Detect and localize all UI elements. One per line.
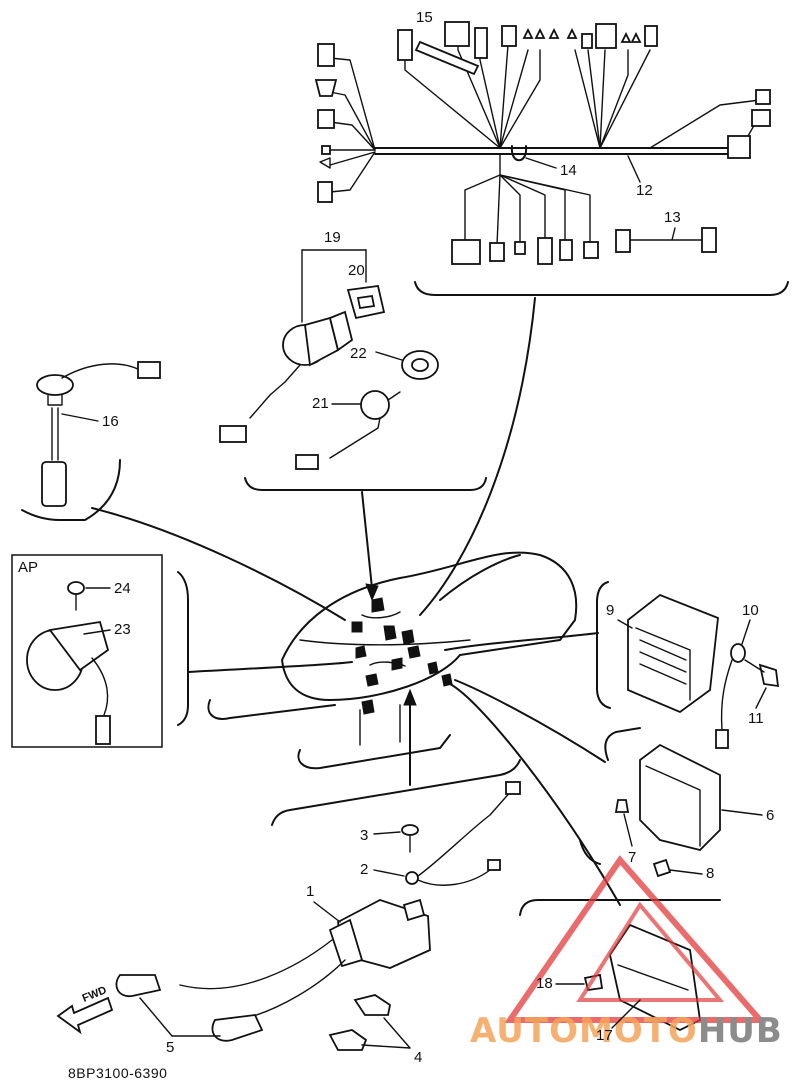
callout-1: 1 — [306, 883, 314, 900]
callout-12: 12 — [636, 182, 653, 199]
callout-20: 20 — [348, 262, 365, 279]
callout-13: 13 — [664, 209, 681, 226]
callout-8: 8 — [706, 865, 714, 882]
callout-4: 4 — [414, 1049, 422, 1066]
diagram-code: 8BP3100-6390 — [68, 1065, 167, 1081]
callout-6: 6 — [766, 807, 774, 824]
ignition-switch-group — [219, 249, 487, 491]
ignition-coil-group — [56, 759, 521, 1051]
watermark-part-hub: HUB — [698, 1011, 783, 1051]
callout-2: 2 — [360, 861, 368, 878]
callout-23: 23 — [114, 621, 131, 638]
callout-22: 22 — [350, 345, 367, 362]
callout-17: 17 — [596, 1027, 613, 1044]
cdi-group — [579, 727, 721, 878]
wire-harness-group — [314, 21, 789, 296]
callout-7: 7 — [628, 849, 636, 866]
watermark-text: AUTOMOTOHUB — [470, 1011, 783, 1051]
callout-15: 15 — [416, 9, 433, 26]
watermark: AUTOMOTOHUB — [470, 855, 783, 1051]
callout-10: 10 — [742, 602, 759, 619]
ap-label: AP — [18, 559, 38, 576]
callout-19: 19 — [324, 229, 341, 246]
ap-inset — [11, 554, 189, 748]
callout-14: 14 — [560, 162, 577, 179]
leader-lines — [91, 297, 621, 906]
callout-3: 3 — [360, 827, 368, 844]
callout-5: 5 — [166, 1039, 174, 1056]
callout-9: 9 — [606, 602, 614, 619]
watermark-part-auto: AUTO — [470, 1011, 579, 1051]
callout-11: 11 — [748, 710, 764, 727]
snowmobile-body — [207, 551, 578, 770]
rectifier-group — [596, 581, 780, 749]
callout-18: 18 — [536, 975, 553, 992]
callout-24: 24 — [114, 580, 131, 597]
callout-16: 16 — [102, 413, 119, 430]
callout-21: 21 — [312, 395, 329, 412]
temperature-sensor-group — [21, 361, 161, 521]
watermark-part-moto: MOTO — [579, 1011, 698, 1051]
